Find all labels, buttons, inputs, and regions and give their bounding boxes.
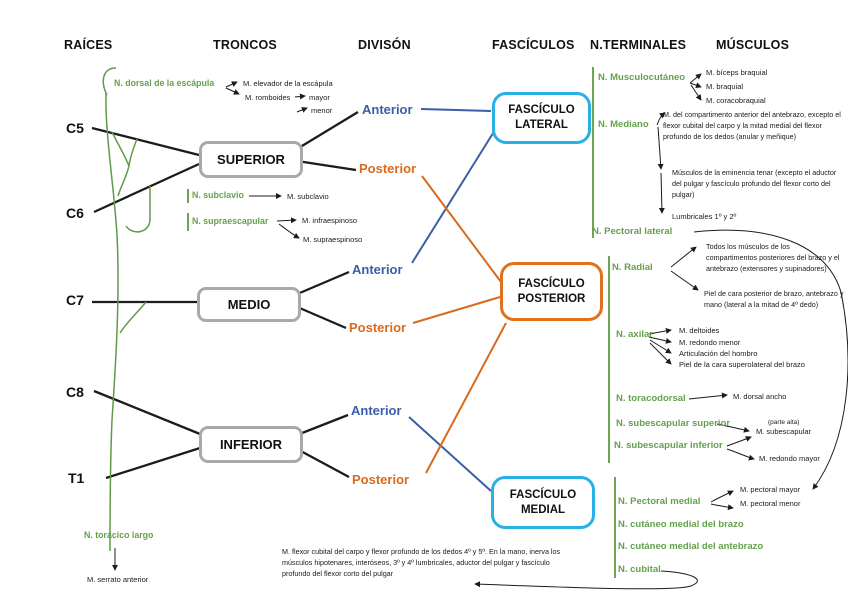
muscle-elevador-escapula: M. elevador de la escápula bbox=[243, 79, 333, 88]
muscle-piel-superolateral: Piel de la cara superolateral del brazo bbox=[679, 360, 805, 369]
trunk-lines bbox=[91, 111, 359, 480]
division-inferior-posterior: Posterior bbox=[352, 472, 410, 487]
nerve-toracodorsal: N. toracodorsal bbox=[616, 393, 686, 404]
root-c6: C6 bbox=[66, 205, 84, 221]
muscle-mediano-antebrazo: M. del compartimento anterior del antebr… bbox=[663, 110, 841, 141]
column-header-terminales: N.TERMINALES bbox=[590, 38, 687, 52]
root-c8: C8 bbox=[66, 384, 84, 400]
nerve-cubital: N. cubital bbox=[618, 564, 661, 575]
division-medio-posterior: Posterior bbox=[349, 320, 407, 335]
muscle-supraespinoso: M. supraespinoso bbox=[303, 235, 363, 244]
muscle-romboides-mayor: mayor bbox=[309, 93, 330, 102]
cubital-note: M. flexor cubital del carpo y flexor pro… bbox=[282, 547, 561, 578]
column-header-troncos: TRONCOS bbox=[213, 38, 277, 52]
muscle-infraespinoso: M. infraespinoso bbox=[302, 216, 358, 225]
posterior-division-lines bbox=[412, 175, 507, 474]
trunk-inferior: INFERIOR bbox=[199, 426, 303, 463]
nerve-subescapular-superior: N. subescapular superior bbox=[616, 418, 731, 429]
muscle-subescapular-parte-alta: (parte alta) bbox=[768, 419, 800, 426]
muscle-dorsal-ancho: M. dorsal ancho bbox=[733, 392, 787, 401]
root-t1: T1 bbox=[68, 470, 85, 486]
nerve-radial: N. Radial bbox=[612, 262, 653, 273]
muscle-radial-piel: Piel de cara posterior de brazo, antebra… bbox=[704, 289, 844, 309]
trunk-superior: SUPERIOR bbox=[199, 141, 303, 178]
nerve-mediano: N. Mediano bbox=[598, 119, 649, 130]
muscle-coracobraquial: M. coracobraquial bbox=[706, 96, 766, 105]
division-medio-anterior: Anterior bbox=[352, 262, 403, 277]
column-header-raices: RAÍCES bbox=[64, 38, 113, 52]
muscle-pectoral-menor: M. pectoral menor bbox=[740, 499, 801, 508]
column-header-musculos: MÚSCULOS bbox=[716, 38, 790, 52]
muscle-mediano-tenar: Músculos de la eminencia tenar (excepto … bbox=[672, 168, 837, 199]
muscle-radial-compartimentos: Todos los músculos de los compartimentos… bbox=[706, 242, 840, 273]
trunk-medio: MEDIO bbox=[197, 287, 301, 322]
nerve-cutaneo-medial-brazo: N. cutáneo medial del brazo bbox=[618, 519, 744, 530]
muscle-subclavio: M. subclavio bbox=[287, 192, 329, 201]
nerve-subclavio: N. subclavio bbox=[192, 190, 244, 200]
anterior-division-lines bbox=[408, 108, 496, 492]
nerve-musculocutaneo: N. Musculocutáneo bbox=[598, 72, 686, 83]
muscle-braquial: M. braquial bbox=[706, 82, 744, 91]
nerve-cutaneo-medial-antebrazo: N. cutáneo medial del antebrazo bbox=[618, 541, 764, 552]
root-c7: C7 bbox=[66, 292, 84, 308]
nerve-toracico-largo: N. torácico largo bbox=[84, 530, 154, 540]
nerve-supraescapular: N. supraescapular bbox=[192, 216, 269, 226]
plexus-green-sketch bbox=[102, 67, 151, 552]
fascicle-lateral: FASCÍCULO LATERAL bbox=[492, 92, 591, 144]
muscle-redondo-mayor: M. redondo mayor bbox=[759, 454, 820, 463]
fascicle-posterior: FASCÍCULO POSTERIOR bbox=[500, 262, 603, 321]
nerve-group-brackets bbox=[187, 67, 616, 578]
muscle-romboides-menor: menor bbox=[311, 106, 333, 115]
nerve-dorsal-escapula: N. dorsal de la escápula bbox=[114, 78, 215, 88]
nerve-subescapular-inferior: N. subescapular inferior bbox=[614, 440, 723, 451]
fascicle-medial: FASCÍCULO MEDIAL bbox=[491, 476, 595, 529]
muscle-redondo-menor: M. redondo menor bbox=[679, 338, 741, 347]
muscle-serrato-anterior: M. serrato anterior bbox=[87, 575, 149, 584]
nerve-pectoral-lateral: N. Pectoral lateral bbox=[592, 226, 673, 237]
muscle-biceps-braquial: M. bíceps braquial bbox=[706, 68, 768, 77]
muscle-romboides: M. romboides bbox=[245, 93, 291, 102]
division-superior-anterior: Anterior bbox=[362, 102, 413, 117]
column-header-division: DIVISÓN bbox=[358, 38, 411, 52]
muscle-subescapular: M. subescapular bbox=[756, 427, 812, 436]
muscle-articulacion-hombro: Articulación del hombro bbox=[679, 349, 758, 358]
nerve-pectoral-medial: N. Pectoral medial bbox=[618, 496, 701, 507]
muscle-deltoides: M. deltoides bbox=[679, 326, 720, 335]
root-c5: C5 bbox=[66, 120, 84, 136]
nerve-muscle-arrows bbox=[112, 73, 848, 590]
nerve-axilar: N. axilar bbox=[616, 329, 653, 340]
division-inferior-anterior: Anterior bbox=[351, 403, 402, 418]
column-header-fasciculos: FASCÍCULOS bbox=[492, 38, 575, 52]
division-superior-posterior: Posterior bbox=[359, 161, 417, 176]
muscle-mediano-lumbricales: Lumbricales 1º y 2º bbox=[672, 212, 737, 221]
muscle-pectoral-mayor: M. pectoral mayor bbox=[740, 485, 801, 494]
